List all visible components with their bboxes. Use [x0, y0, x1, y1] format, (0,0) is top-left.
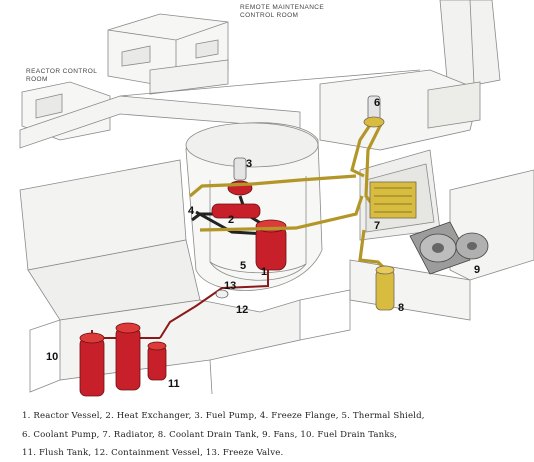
coolant-components	[363, 95, 417, 311]
callout-number-4: 4	[188, 205, 195, 217]
fuel-salt-loop	[79, 157, 287, 397]
callout-number-8: 8	[398, 302, 405, 314]
callout-number-1: 1	[261, 266, 268, 278]
legend-line: 1. Reactor Vessel, 2. Heat Exchanger, 3.…	[22, 411, 425, 421]
callout-number-5: 5	[240, 260, 247, 272]
callout-number-12: 12	[236, 304, 249, 316]
callout-number-10: 10	[46, 351, 59, 363]
callout-number-2: 2	[228, 214, 235, 226]
reactor-cutaway-drawing	[19, 0, 534, 397]
freeze-valve	[215, 289, 229, 299]
reactor-vessel	[255, 225, 287, 271]
callout-number-13: 13	[224, 280, 237, 292]
reactor-control-room-label: REACTOR CONTROL ROOM	[26, 68, 98, 83]
callout-number-3: 3	[246, 158, 253, 170]
fans	[409, 221, 489, 275]
component-legend: 1. Reactor Vessel, 2. Heat Exchanger, 3.…	[22, 407, 527, 462]
remote-maintenance-room-label: REMOTE MAINTENANCE CONTROL ROOM	[240, 4, 325, 19]
legend-line: 6. Coolant Pump, 7. Radiator, 8. Coolant…	[22, 429, 398, 440]
callout-number-9: 9	[474, 264, 481, 276]
flush-tank	[147, 345, 167, 381]
coolant-salt-loop	[188, 121, 388, 272]
radiator	[369, 181, 417, 219]
legend-line: 11. Flush Tank, 12. Containment Vessel, …	[22, 448, 284, 458]
heat-exchanger	[211, 203, 261, 219]
callout-number-6: 6	[374, 97, 381, 109]
callout-number-7: 7	[374, 220, 381, 232]
callout-number-11: 11	[168, 378, 180, 390]
coolant-drain-tank	[375, 269, 395, 311]
fuel-drain-tanks	[79, 322, 141, 397]
